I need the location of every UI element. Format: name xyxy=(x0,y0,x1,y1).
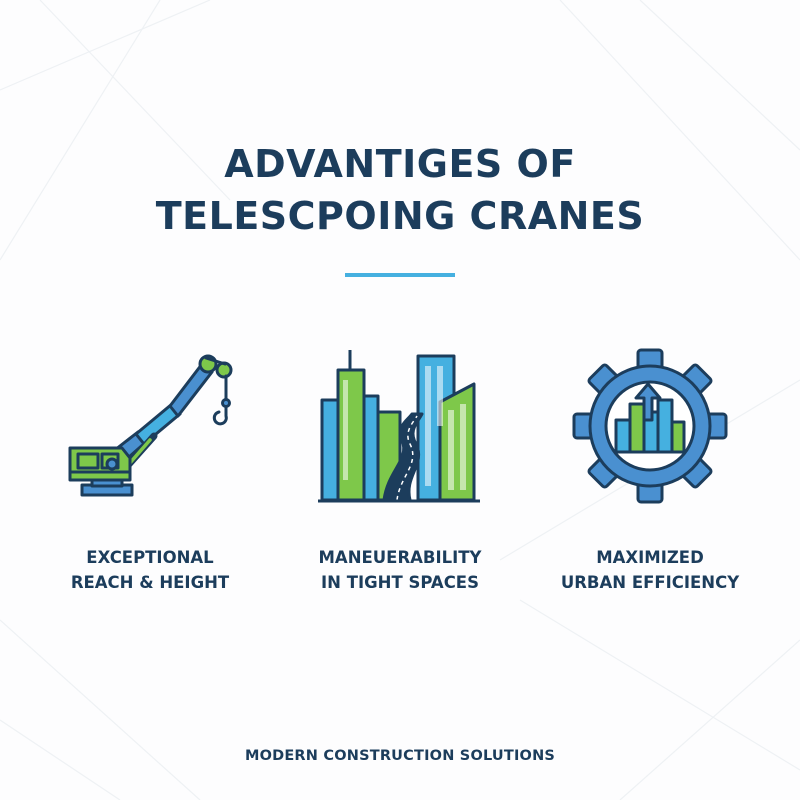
feature-maneuverability: MANEUERABILITY IN TIGHT SPACES xyxy=(280,340,520,592)
footer-tagline: MODERN CONSTRUCTION SOLUTIONS xyxy=(244,748,556,764)
feature-reach-line-1: EXCEPTIONAL xyxy=(86,548,214,567)
gear-city-efficiency-icon xyxy=(572,348,728,504)
feature-label-efficiency: MAXIMIZED URBAN EFFICIENCY xyxy=(530,545,770,595)
title-line-1: ADVANTIGES OF xyxy=(224,142,576,186)
feature-reach-line-2: REACH & HEIGHT xyxy=(70,573,230,592)
city-road-icon xyxy=(318,350,480,503)
feature-efficiency-line-1: MAXIMIZED xyxy=(596,548,704,567)
feature-reach: EXCEPTIONAL REACH & HEIGHT xyxy=(30,340,270,592)
feature-maneuverability-line-2: IN TIGHT SPACES xyxy=(321,573,479,592)
feature-label-maneuverability: MANEUERABILITY IN TIGHT SPACES xyxy=(280,545,520,595)
telescopic-crane-icon xyxy=(68,354,233,497)
title-line-2: TELESCPOING CRANES xyxy=(155,194,645,238)
title-divider xyxy=(345,273,455,277)
feature-label-reach: EXCEPTIONAL REACH & HEIGHT xyxy=(30,545,270,595)
feature-efficiency: MAXIMIZED URBAN EFFICIENCY xyxy=(530,340,770,592)
feature-maneuverability-line-1: MANEUERABILITY xyxy=(318,548,482,567)
feature-efficiency-line-2: URBAN EFFICIENCY xyxy=(560,573,740,592)
page-title: ADVANTIGES OF TELESCPOING CRANES xyxy=(0,138,800,242)
